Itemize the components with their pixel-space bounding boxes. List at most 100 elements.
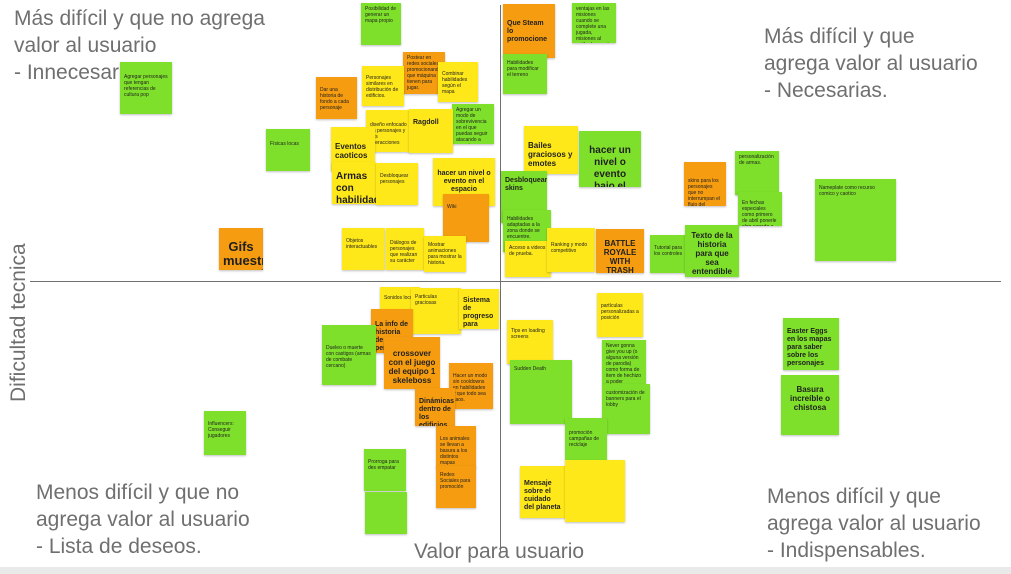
sticky-note[interactable]: skins para los personajes que no interru… [684, 162, 726, 206]
note-text: Texto de la historia para que sea entend… [691, 231, 733, 276]
sticky-note[interactable]: Never gonna give you up (o alguna versió… [602, 340, 646, 384]
sticky-note[interactable] [365, 492, 407, 534]
note-text: Mensaje sobre el cuidado del planeta [524, 480, 561, 511]
note-text: Objetos interactuables [346, 238, 378, 250]
sticky-note[interactable]: Basura increíble o chistosa [781, 375, 839, 435]
sticky-note[interactable]: Agregar personajes que tengan referencia… [120, 62, 172, 114]
sticky-note[interactable]: Dueleo o muerte con castigos (armas de c… [322, 325, 376, 385]
sticky-note[interactable]: Dar una historia de fondo a cada persona… [316, 77, 357, 119]
note-text: Posibilidad de generar un mapa propio [365, 6, 397, 24]
note-text: Wiki [447, 204, 457, 210]
sticky-note[interactable]: Tips en loading screens [507, 320, 553, 364]
note-text: Sistema de progreso para mantener al jug… [463, 297, 494, 328]
sticky-note[interactable]: Hacer un modo sin cooldowns en habilidad… [449, 363, 493, 409]
sticky-note[interactable]: Personajes similares en distribución de … [362, 66, 404, 106]
sticky-note[interactable]: Prorroga para des empatar [364, 449, 406, 491]
sticky-note[interactable]: Objetos interactuables [342, 228, 385, 270]
sticky-note[interactable]: hacer un nivel o evento bajo el agua. [579, 131, 641, 187]
note-text: Dueleo o muerte con castigos (armas de c… [326, 345, 371, 369]
note-text: Armas con habilidades para generar caos. [336, 171, 376, 204]
note-text: partículas personalizadas a posición [601, 303, 639, 321]
note-text: Desbloquear personajes [380, 173, 409, 185]
sticky-note[interactable]: Ragdoll [409, 109, 453, 153]
note-text: BATTLE ROYALE WITH TRASH [603, 239, 637, 273]
note-text: Never gonna give you up (o alguna versió… [606, 343, 642, 384]
note-text: Acceso a videos de prueba. [509, 245, 546, 257]
sticky-note[interactable]: Wiki [443, 194, 489, 242]
note-text: Tutorial para los controles [654, 245, 683, 257]
sticky-note[interactable]: Armas con habilidades para generar caos. [332, 162, 376, 204]
note-text: Bailes graciosos y emotes [528, 141, 573, 168]
sticky-note[interactable]: BATTLE ROYALE WITH TRASH [596, 229, 644, 273]
note-text: Agregar personajes que tengan referencia… [124, 74, 168, 98]
sticky-note[interactable]: personalización de armas. [735, 151, 779, 195]
canvas-bottom-bar [0, 567, 1011, 574]
sticky-note[interactable]: Bailes graciosos y emotes [524, 126, 578, 174]
sticky-note[interactable]: Sistema de progreso para mantener al jug… [459, 289, 499, 329]
note-text: Que Steam lo promocione [507, 20, 548, 43]
note-text: crossover con el juego del equipo 1 skel… [388, 349, 436, 385]
note-text: Tips en loading screens [511, 328, 545, 340]
note-text: personalización de armas. [739, 154, 774, 166]
sticky-note[interactable]: Los animales se llevan a basura a los di… [436, 426, 476, 468]
sticky-note[interactable]: Gifs muestran consejos para el jugador. [219, 228, 263, 270]
y-axis-label: Dificultad tecnica [7, 243, 30, 402]
sticky-note[interactable]: Texto de la historia para que sea entend… [685, 225, 739, 277]
note-text: skins para los personajes que no interru… [688, 178, 720, 206]
note-text: Sonidos locos [384, 295, 416, 301]
sticky-note[interactable]: partículas personalizadas a posición [597, 293, 643, 337]
sticky-note[interactable]: Que Steam lo promocione [503, 4, 555, 58]
sticky-note[interactable]: Acceso a videos de prueba. [505, 241, 551, 277]
sticky-note[interactable]: Diálogos de personajes que realizan su c… [386, 228, 424, 270]
sticky-note[interactable] [565, 460, 625, 522]
horizontal-axis-line [30, 281, 1001, 282]
note-text: Eventos caoticos [335, 142, 368, 160]
note-text: Físicas locas [270, 141, 299, 147]
note-text: Particulas graciosas [415, 294, 437, 306]
sticky-note[interactable]: Nameplate como recurso comico y caotico [815, 179, 896, 261]
sticky-note[interactable]: promoción campañas de reciclaje [565, 418, 607, 460]
sticky-note[interactable]: Influencers: Conseguir jugadores [204, 411, 246, 455]
note-text: Dar una historia de fondo a cada persona… [320, 87, 349, 111]
sticky-note[interactable]: Mostrar animaciones para mostrar la hist… [424, 236, 466, 272]
note-text: Diálogos de personajes que realizan su c… [390, 240, 418, 264]
note-text: Agregar un modo de sobrevivencia en el q… [456, 107, 488, 144]
note-text: Mostrar animaciones para mostrar la hist… [428, 242, 462, 266]
note-text: hacer un nivel o evento bajo el agua. [589, 145, 631, 187]
note-text: Nameplate como recurso comico y caotico [819, 185, 875, 197]
sticky-note[interactable]: Combinar habilidades según el mapa [438, 62, 478, 102]
sticky-note[interactable]: Particulas graciosas [411, 288, 461, 334]
sticky-note[interactable]: Posibilidad de generar un mapa propio [361, 3, 401, 45]
note-text: Sudden Death [514, 366, 546, 372]
note-text: Habilidades adaptadas a la zona donde se… [507, 216, 540, 240]
sticky-note[interactable]: Desbloquear personajes [376, 163, 418, 205]
note-text: Gifs muestran consejos para el jugador. [223, 239, 263, 271]
x-axis-label: Valor para usuario [414, 540, 585, 563]
sticky-note[interactable]: customización de banners para el lobby [602, 384, 650, 434]
quadrant-label-top-right: Más difícil y que agrega valor al usuari… [764, 25, 978, 102]
sticky-note[interactable]: En fechas especiales como primero de abr… [738, 192, 782, 226]
sticky-note[interactable]: Sudden Death [510, 360, 572, 424]
sticky-note[interactable]: Tutorial para los controles [650, 235, 688, 273]
note-text: Redes Sociales para promoción [440, 472, 471, 490]
note-text: ventajas en las misiones cuando se compl… [576, 6, 612, 43]
note-text: En fechas especiales como primero de abr… [742, 200, 777, 226]
sticky-note[interactable]: crossover con el juego del equipo 1 skel… [384, 337, 440, 389]
note-text: Los animales se llevan a basura a los di… [440, 436, 470, 466]
sticky-note[interactable]: Ranking y modo competitivo [547, 228, 595, 272]
note-text: diseño enfocado en personajes y sus inte… [370, 122, 407, 146]
sticky-note[interactable]: Habilidades para modificar el terreno [503, 54, 547, 94]
sticky-note[interactable]: Mensaje sobre el cuidado del planeta [520, 466, 566, 518]
sticky-note[interactable]: Dinámicas dentro de los edificios [415, 388, 455, 426]
sticky-note[interactable]: Físicas locas [266, 129, 310, 171]
sticky-note[interactable]: Redes Sociales para promoción [436, 466, 476, 508]
sticky-note[interactable]: Easter Eggs en los mapas para saber sobr… [783, 318, 839, 370]
note-text: Influencers: Conseguir jugadores [208, 421, 234, 439]
note-text: Postear en redes sociales promocionando … [407, 55, 442, 91]
vertical-axis-line [500, 5, 501, 553]
sticky-note[interactable]: ventajas en las misiones cuando se compl… [572, 3, 616, 43]
sticky-note[interactable]: Agregar un modo de sobrevivencia en el q… [452, 104, 494, 144]
note-text: Combinar habilidades según el mapa [442, 71, 468, 95]
note-text: hacer un nivel o evento en el espacio [437, 170, 491, 193]
